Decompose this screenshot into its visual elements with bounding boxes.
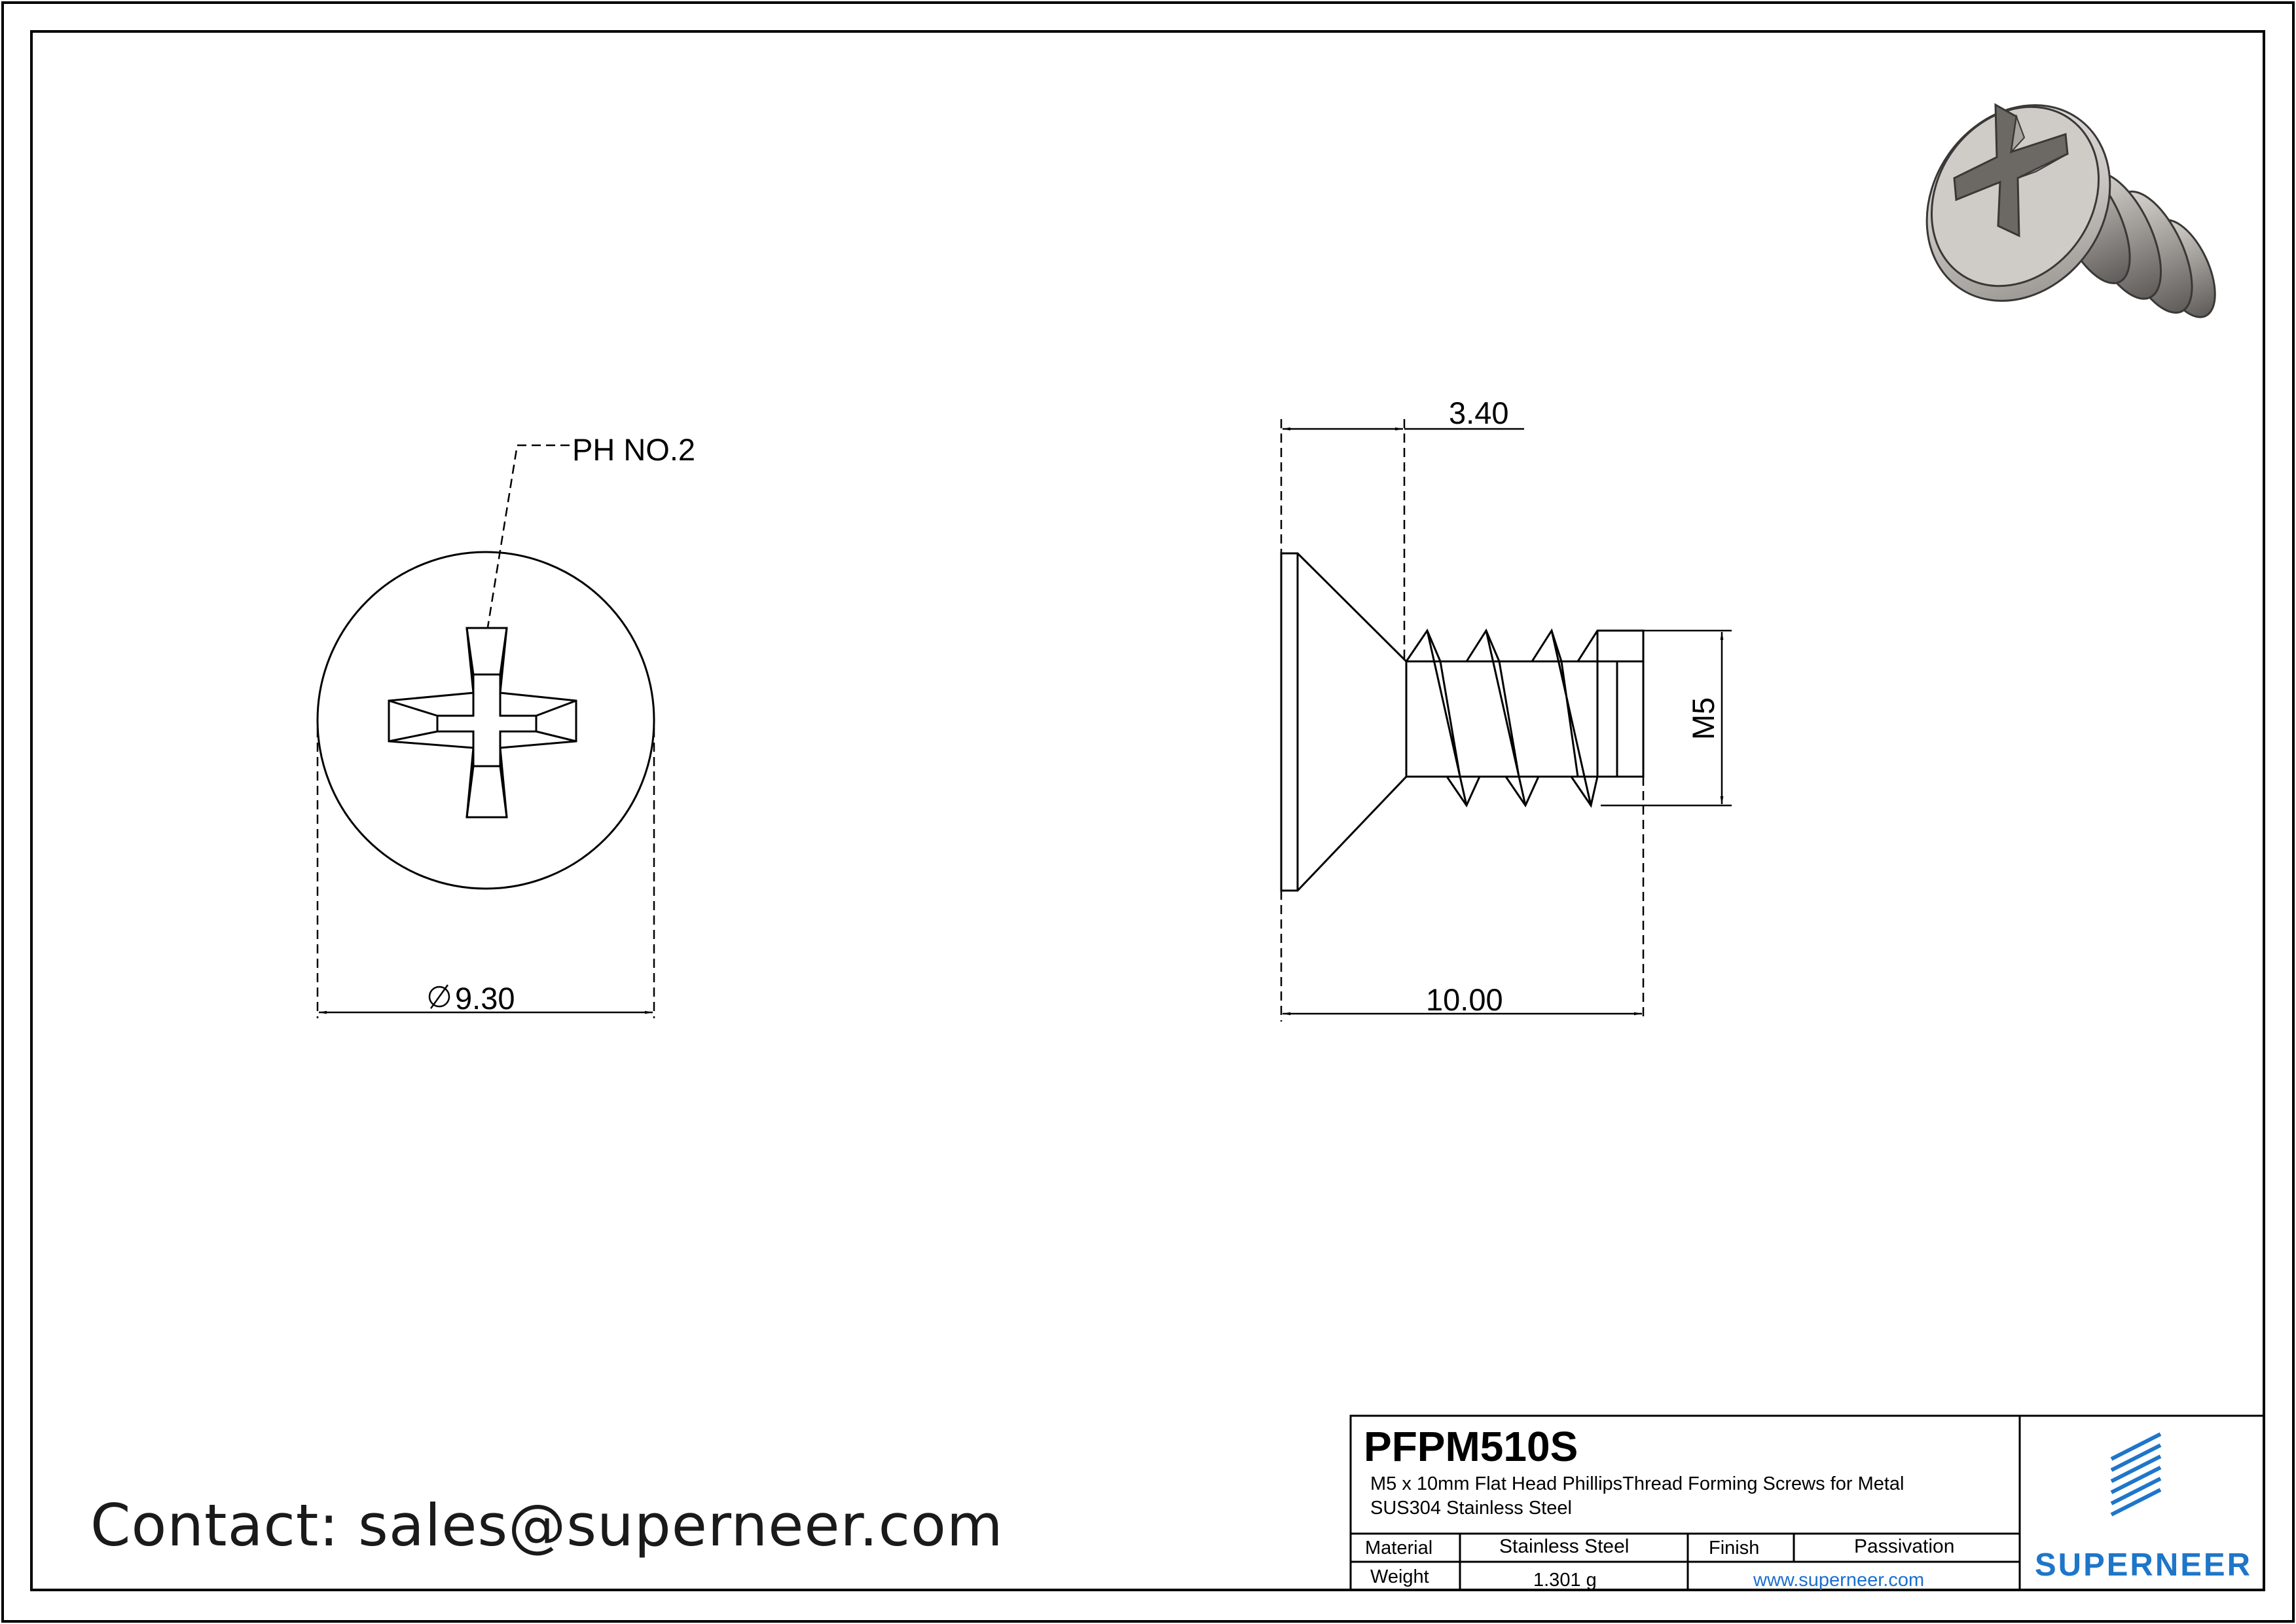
callout-leader [486, 444, 570, 628]
screw-tip [1596, 631, 1618, 777]
weight-value: 1.301 g [1533, 1570, 1597, 1591]
isometric-screw-render [1925, 103, 2216, 318]
thread-profile [1405, 628, 1645, 808]
finish-label: Finish [1709, 1538, 1760, 1559]
countersunk-head [1280, 552, 1408, 892]
sheet-inner-border [30, 30, 2265, 1591]
head-height-dimension [1280, 419, 1524, 661]
length-dimension [1280, 777, 1645, 1022]
brand-name: SUPERNEER [2035, 1547, 2252, 1583]
thread-size-value: M5 [1686, 697, 1721, 740]
part-description: M5 x 10mm Flat Head PhillipsThread Formi… [1370, 1473, 1904, 1494]
screw-side-view [1280, 552, 1645, 892]
finish-value: Passivation [1854, 1536, 1955, 1557]
diameter-value: 9.30 [455, 981, 515, 1016]
head-height-value: 3.40 [1449, 396, 1508, 430]
thread-size-dimension [1601, 629, 1732, 807]
superneer-logo-mark [2110, 1432, 2162, 1517]
material-label: Material [1365, 1538, 1433, 1559]
website-link[interactable]: www.superneer.com [1753, 1570, 1925, 1591]
head-circle [316, 551, 655, 890]
contact-email: Contact: sales@superneer.com [90, 1492, 1004, 1559]
length-value: 10.00 [1426, 982, 1503, 1017]
weight-label: Weight [1370, 1566, 1429, 1587]
thread-core [1406, 660, 1645, 778]
diameter-dimension [316, 728, 655, 1018]
phillips-recess-outline [388, 627, 577, 819]
part-material-note: SUS304 Stainless Steel [1370, 1498, 1572, 1519]
part-number: PFPM510S [1364, 1423, 1578, 1470]
head-top-view [316, 551, 655, 890]
title-block [1349, 1414, 2265, 1591]
phillips-recess-inner [436, 673, 538, 767]
material-value: Stainless Steel [1499, 1536, 1630, 1557]
recess-callout-label: PH NO.2 [572, 432, 695, 467]
